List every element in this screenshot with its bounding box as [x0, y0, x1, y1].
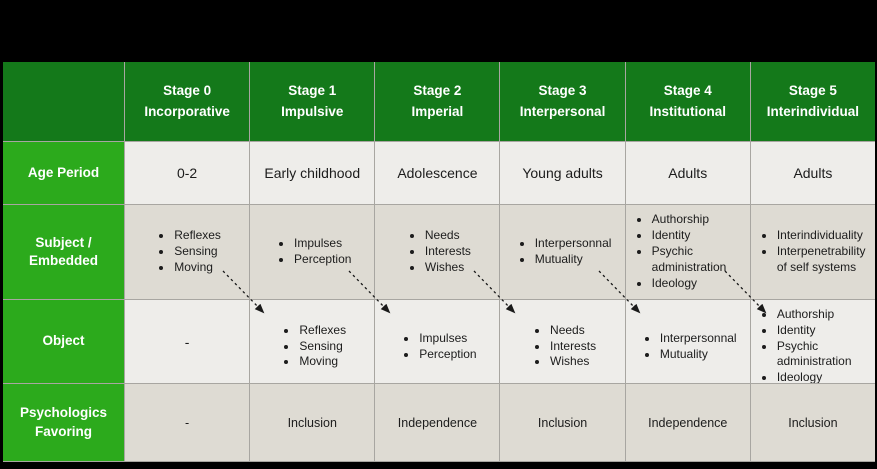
bullet-item: Identity	[776, 323, 870, 339]
psychologics-stage-3: Inclusion	[500, 384, 625, 461]
stage-name: Interpersonal	[519, 103, 606, 119]
age-stage-2: Adolescence	[375, 142, 500, 204]
psychologics-stage-1: Inclusion	[250, 384, 375, 461]
subject-list: ReflexesSensingMoving	[153, 228, 221, 275]
row-label-age-period: Age Period	[3, 142, 124, 204]
header-stage-2: Stage 2 Imperial	[375, 62, 500, 141]
object-stage-5: AuthorshipIdentityPsychic administration…	[750, 300, 875, 383]
header-stage-0: Stage 0 Incorporative	[125, 62, 250, 141]
stage-name: Impulsive	[281, 103, 344, 119]
age-stage-1: Early childhood	[250, 142, 375, 204]
bullet-item: Interests	[424, 244, 471, 260]
age-stage-5: Adults	[750, 142, 875, 204]
bullet-item: Impulses	[293, 236, 351, 252]
subject-stage-5: InterindividualityInterpenetrability of …	[750, 205, 875, 299]
header-stage-3: Stage 3 Interpersonal	[500, 62, 625, 141]
stage-number: Stage 3	[538, 83, 587, 99]
header-stage-5: Stage 5 Interindividual	[750, 62, 875, 141]
subject-list: NeedsInterestsWishes	[404, 228, 471, 275]
object-stage-1: ReflexesSensingMoving	[250, 300, 375, 383]
corner-cell	[3, 62, 124, 141]
psychologics-stage-2: Independence	[375, 384, 500, 461]
bullet-item: Psychic administration	[776, 339, 870, 371]
subject-stage-2: NeedsInterestsWishes	[375, 205, 500, 299]
bullet-item: Wishes	[424, 260, 471, 276]
bullet-item: Needs	[424, 228, 471, 244]
subject-stage-0: ReflexesSensingMoving	[125, 205, 250, 299]
row-label-subject-embedded: Subject / Embedded	[3, 205, 124, 299]
bullet-item: Mutuality	[659, 347, 737, 363]
subject-stage-1: ImpulsesPerception	[250, 205, 375, 299]
age-stage-0: 0-2	[125, 142, 250, 204]
stage-number: Stage 5	[788, 83, 837, 99]
stage-number: Stage 4	[663, 83, 712, 99]
header-stage-4: Stage 4 Institutional	[625, 62, 750, 141]
age-stage-4: Adults	[625, 142, 750, 204]
object-list: ReflexesSensingMoving	[278, 323, 346, 370]
row-label-psychologics-favoring: Psychologics Favoring	[3, 384, 124, 461]
bullet-item: Moving	[173, 260, 221, 276]
bullet-item: Impulses	[418, 331, 476, 347]
bullet-item: Needs	[549, 323, 596, 339]
bullet-item: Sensing	[173, 244, 221, 260]
subject-list: AuthorshipIdentityPsychic administration…	[631, 212, 745, 291]
bullet-item: Mutuality	[534, 252, 612, 268]
object-list: NeedsInterestsWishes	[529, 323, 596, 370]
object-stage-0: -	[125, 300, 250, 383]
bullet-item: Wishes	[549, 354, 596, 370]
bullet-item: Perception	[293, 252, 351, 268]
object-list: ImpulsesPerception	[398, 331, 476, 363]
stage-number: Stage 2	[413, 83, 462, 99]
object-stage-3: NeedsInterestsWishes	[500, 300, 625, 383]
bullet-item: Psychic administration	[651, 244, 745, 276]
stage-name: Incorporative	[144, 103, 230, 119]
bullet-item: Perception	[418, 347, 476, 363]
bullet-item: Interindividuality	[776, 228, 870, 244]
subject-stage-3: InterpersonnalMutuality	[500, 205, 625, 299]
object-stage-2: ImpulsesPerception	[375, 300, 500, 383]
stage-name: Interindividual	[766, 103, 860, 119]
bullet-item: Identity	[651, 228, 745, 244]
bullet-item: Moving	[298, 354, 346, 370]
bullet-item: Ideology	[651, 276, 745, 292]
bullet-item: Reflexes	[173, 228, 221, 244]
bullet-item: Authorship	[651, 212, 745, 228]
bullet-item: Interpersonnal	[534, 236, 612, 252]
object-list: AuthorshipIdentityPsychic administration…	[756, 307, 870, 383]
subject-list: InterpersonnalMutuality	[514, 236, 612, 268]
psychologics-stage-4: Independence	[625, 384, 750, 461]
psychologics-stage-5: Inclusion	[750, 384, 875, 461]
kegan-stages-table: Stage 0 Incorporative Stage 1 Impulsive …	[3, 62, 875, 462]
age-stage-3: Young adults	[500, 142, 625, 204]
stage-name: Imperial	[411, 103, 464, 119]
row-label-object: Object	[3, 300, 124, 383]
subject-list: ImpulsesPerception	[273, 236, 351, 268]
stage-number: Stage 0	[163, 83, 212, 99]
object-stage-4: InterpersonnalMutuality	[625, 300, 750, 383]
bullet-item: Reflexes	[298, 323, 346, 339]
subject-stage-4: AuthorshipIdentityPsychic administration…	[625, 205, 750, 299]
psychologics-stage-0: -	[125, 384, 250, 461]
bullet-item: Interpenetrability of self systems	[776, 244, 870, 276]
stage-number: Stage 1	[288, 83, 337, 99]
subject-list: InterindividualityInterpenetrability of …	[756, 228, 870, 275]
object-list: InterpersonnalMutuality	[639, 331, 737, 363]
bullet-item: Authorship	[776, 307, 870, 323]
stage-name: Institutional	[649, 103, 726, 119]
bullet-item: Interpersonnal	[659, 331, 737, 347]
bullet-item: Interests	[549, 339, 596, 355]
header-stage-1: Stage 1 Impulsive	[250, 62, 375, 141]
bullet-item: Ideology	[776, 370, 870, 383]
bullet-item: Sensing	[298, 339, 346, 355]
